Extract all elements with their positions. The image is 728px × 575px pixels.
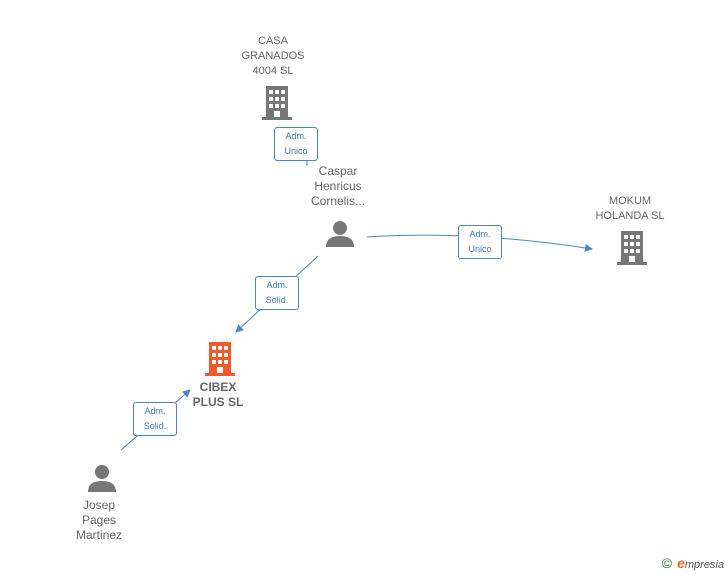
brand-logo-text: mpresia	[684, 559, 724, 571]
edge-label-caspar-casa[interactable]: Adm. Unico	[274, 127, 318, 161]
edge-label-caspar-mokum[interactable]: Adm. Unico	[458, 225, 502, 259]
node-label-cibex[interactable]: CIBEX PLUS SL	[192, 380, 244, 409]
person-icon[interactable]	[326, 221, 354, 247]
node-label-josep[interactable]: Josep Pages Martinez	[75, 498, 122, 542]
edge-label-josep-cibex[interactable]: Adm. Solid.	[133, 402, 177, 436]
building-icon[interactable]	[262, 86, 292, 120]
person-icon[interactable]	[88, 465, 116, 492]
edge-label-caspar-cibex[interactable]: Adm. Solid.	[255, 276, 299, 310]
brand-footer: © empresia	[662, 555, 724, 571]
node-label-caspar[interactable]: Caspar Henricus Cornelis...	[310, 164, 366, 208]
brand-logo-initial: e	[677, 555, 685, 571]
building-icon[interactable]	[617, 231, 647, 265]
node-label-casa-granados[interactable]: CASA GRANADOS 4004 SL	[241, 35, 305, 77]
copyright-icon: ©	[661, 555, 673, 571]
node-label-mokum[interactable]: MOKUM HOLANDA SL	[595, 195, 665, 222]
building-icon[interactable]	[205, 342, 235, 376]
